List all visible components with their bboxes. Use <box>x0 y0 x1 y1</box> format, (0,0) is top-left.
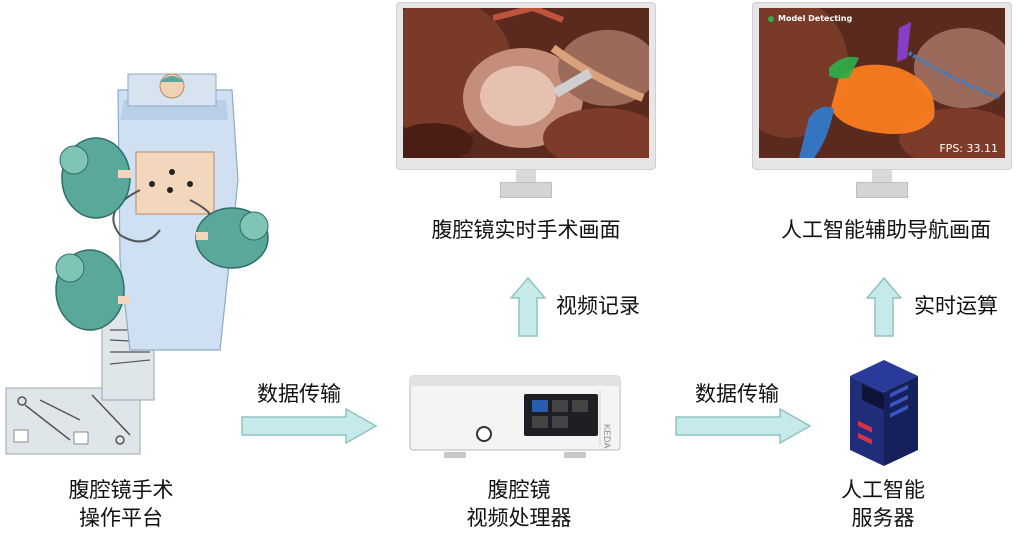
ai-navigation-view <box>759 8 1005 158</box>
model-detecting-text: Model Detecting <box>768 14 852 23</box>
segmentation-orange <box>831 64 935 134</box>
platform-label: 腹腔镜手术 操作平台 <box>36 476 206 532</box>
segmentation-green <box>829 56 859 79</box>
live-surgical-view <box>403 8 649 158</box>
video-processor-device: KEDA <box>409 375 621 458</box>
segmentation-blue <box>799 106 834 158</box>
ai-server-illustration <box>850 360 918 466</box>
arrow-up-compute <box>866 276 902 337</box>
platform-label-line1: 腹腔镜手术 <box>68 478 174 502</box>
patient-abdomen <box>135 151 215 215</box>
server-label: 人工智能 服务器 <box>798 476 968 532</box>
server-label-line2: 服务器 <box>851 506 915 530</box>
surgeon-right <box>195 207 269 269</box>
live-monitor <box>396 2 656 202</box>
record-label: 视频记录 <box>556 294 640 318</box>
arrow-right-right <box>675 408 812 444</box>
surgeon-left-top <box>59 137 132 219</box>
processor-label-line1: 腹腔镜 <box>487 478 551 502</box>
ai-monitor: Model Detecting FPS: 33.11 <box>752 2 1012 202</box>
surgical-platform-illustration <box>5 73 269 455</box>
arrow-up-record <box>510 276 546 337</box>
processor-label: 腹腔镜 视频处理器 <box>434 476 604 532</box>
server-label-line1: 人工智能 <box>841 478 925 502</box>
segmentation-purple <box>897 22 911 62</box>
transfer-label-right: 数据传输 <box>695 382 779 406</box>
fps-readout: FPS: 33.11 <box>939 142 998 155</box>
processor-brand: KEDA <box>602 424 612 449</box>
platform-label-line2: 操作平台 <box>79 506 163 530</box>
surgeon-left-bottom <box>55 249 130 331</box>
processor-label-line2: 视频处理器 <box>466 506 572 530</box>
transfer-label-left: 数据传输 <box>257 382 341 406</box>
model-detecting-label: Model Detecting <box>778 14 853 23</box>
arrow-right-left <box>241 408 378 444</box>
ai-monitor-caption: 人工智能辅助导航画面 <box>781 218 991 242</box>
live-monitor-caption: 腹腔镜实时手术画面 <box>431 218 621 242</box>
compute-label: 实时运算 <box>914 294 998 318</box>
